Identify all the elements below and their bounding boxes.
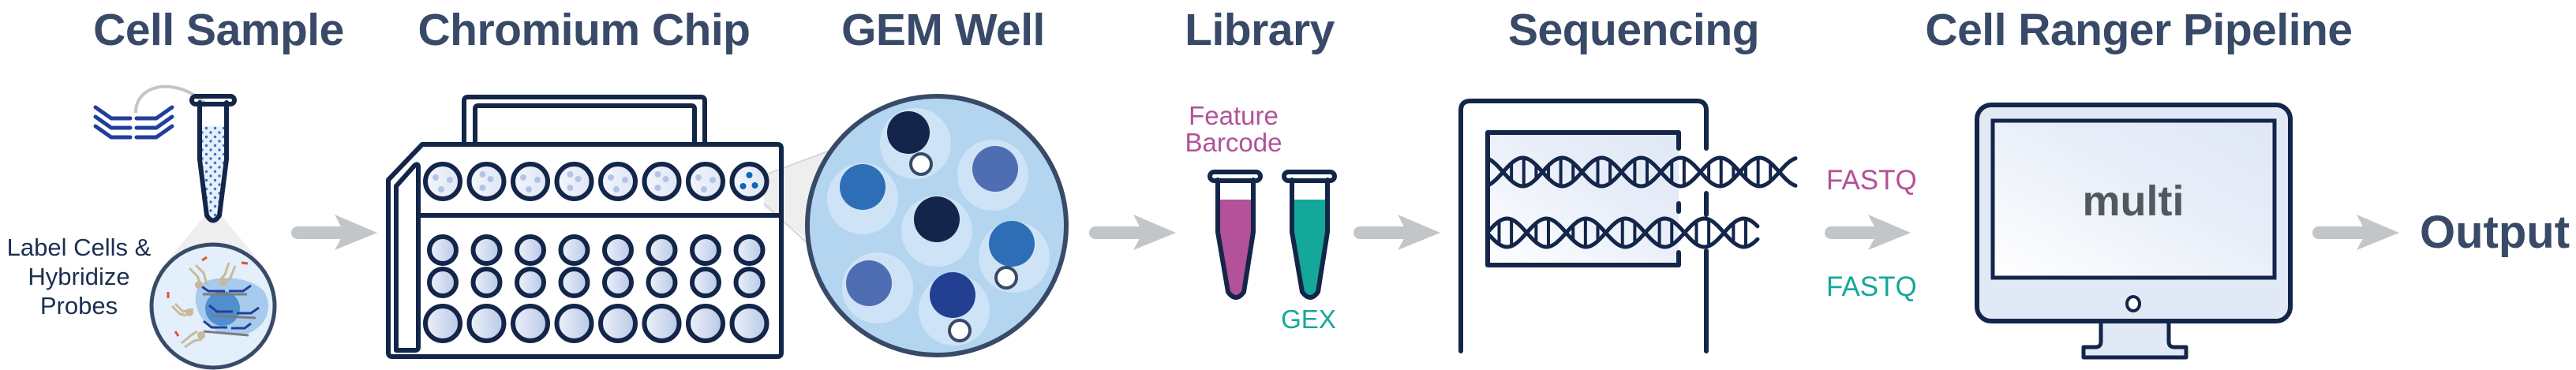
arrow-right-icon [291,215,377,250]
chip-well [733,267,766,298]
gem-cell [972,146,1018,192]
chip-well [466,304,507,343]
dna-strand-feature-barcode [1487,155,1798,189]
chip-well-dot [701,186,707,192]
arrow-right-icon [1089,215,1176,250]
stage-title-sequencing: Sequencing [1508,5,1759,55]
gel-bead [994,266,1018,290]
sequencer-icon [1458,99,1709,353]
chip-well-dot [487,176,494,182]
chip-well [558,234,590,266]
dna-strand-gex [1487,216,1760,249]
gex-label: GEX [1281,305,1336,334]
chip-well [598,304,638,343]
gel-bead [909,152,933,176]
chip-well-dot [654,171,661,178]
chip-well [470,267,503,298]
gem-cell [846,260,892,306]
library-tube-icon-feature-barcode [1208,170,1263,300]
chip-well-dot [710,177,716,183]
chip-well-dot [567,171,574,178]
gem-cell [914,196,960,242]
chip-well-dot [479,185,486,191]
chip-well-dot [520,174,526,181]
chip-well [602,267,634,298]
chip-well [642,162,682,201]
chip-well [729,162,769,201]
chip-well [423,304,462,343]
chip-well [686,304,725,343]
gem-well-icon [805,94,1069,357]
magnifier-circle-icon [149,242,277,370]
chip-well [466,162,507,201]
cell-sample-caption-line-3: Probes [40,292,118,320]
chip-well-dot [751,182,758,189]
chip-well [598,162,638,201]
probe-icon [93,105,174,140]
chip-well [729,304,769,343]
chip-well-dot [613,186,620,192]
chip-well [558,267,590,298]
chip-well-dot [432,174,439,181]
dna-icon [1487,155,1798,249]
chip-well-dot [438,186,444,192]
chip-well-dot [575,176,582,182]
stage-title-chromium-chip: Chromium Chip [418,5,751,55]
feature-barcode-label-line-1: Feature [1189,101,1279,130]
stage-title-library: Library [1185,5,1335,55]
chip-well-dot [567,185,574,191]
chip-well [602,234,634,266]
tube-icon [189,94,237,223]
chip-well [554,304,594,343]
gem-cell [840,164,886,210]
chip-well [554,162,594,201]
gem-cell [887,111,930,154]
stage-title-cell-sample: Cell Sample [93,5,344,55]
chip-well-dot [447,177,453,183]
gem-cell [989,221,1035,267]
chip-well [733,234,766,266]
chip-well-dot [746,172,753,178]
chip-well [690,267,721,298]
arrow-right-icon [1354,215,1440,250]
chip-well-dot [622,177,628,183]
chip-well-dot [662,176,669,182]
output-label: Output [2420,207,2570,258]
gel-bead [948,319,972,342]
chip-well [642,304,682,343]
chip-well [423,162,462,201]
chip-well [515,234,546,266]
chip-well [427,267,459,298]
pipeline-command-text: multi [2083,178,2185,225]
cell-sample-caption-line-2: Hybridize [28,263,129,290]
stage-title-cell-ranger: Cell Ranger Pipeline [1925,5,2352,55]
gem-cell [930,272,975,318]
chip-well-dot [654,185,661,191]
chip-well [427,234,459,266]
fastq-label-feature-barcode: FASTQ [1826,165,1917,196]
chip-well-dot [479,171,486,178]
cell-sample-caption-line-1: Label Cells & [7,234,152,261]
chip-well [511,304,550,343]
chip-well-dot [695,174,702,181]
stage-title-gem-well: GEM Well [841,5,1045,55]
chip-icon [386,95,784,359]
feature-barcode-label-line-2: Barcode [1185,128,1282,157]
arrow-right-icon [1825,215,1911,250]
fastq-label-gex: FASTQ [1826,271,1917,302]
chip-well-dot [739,183,747,189]
chip-well [515,267,546,298]
library-tube-icon-gex [1282,170,1337,300]
chip-well-dot [608,174,614,181]
chip-well [470,234,503,266]
arrow-right-icon [2312,215,2399,250]
chip-well-dot [534,177,541,183]
chip-well-dot [526,186,532,192]
chip-well [686,162,725,201]
monitor-icon [1975,103,2293,360]
chip-well [646,234,678,266]
chip-well [511,162,550,201]
chip-well [690,234,721,266]
chip-well [646,267,678,298]
